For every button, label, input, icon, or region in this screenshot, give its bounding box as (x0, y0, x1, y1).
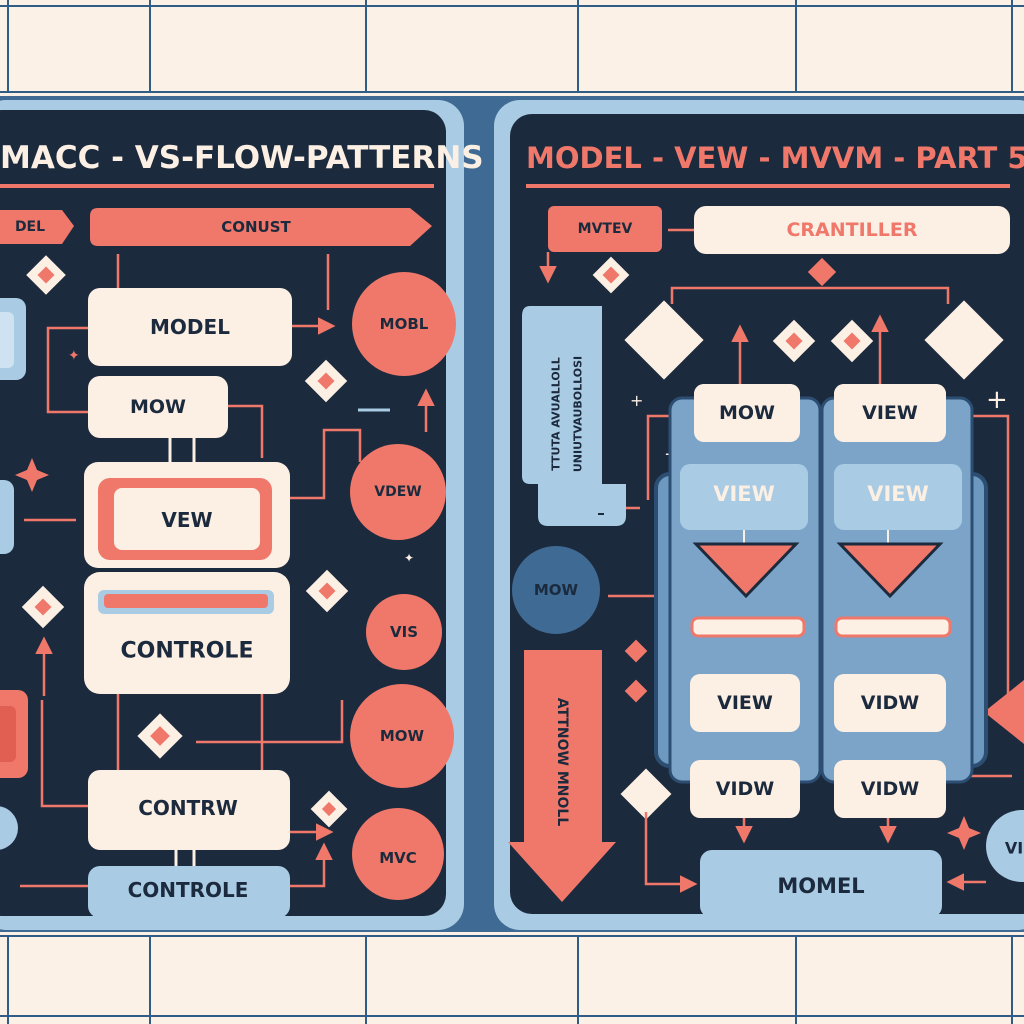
left-model-box (88, 288, 292, 366)
right-mvtev-tag-label: MVTEV (578, 221, 633, 237)
left-model-tag (0, 210, 74, 244)
right-col-right-bottom-label: VIDW (861, 778, 920, 800)
right-side-note-text: TTUTA AVUALLOLL UNIUTVAUBOLLOSI (550, 356, 585, 472)
left-controle-box-label: CONTROLE (121, 639, 254, 664)
diamond-4-core (318, 582, 336, 600)
left-circle-mow-label: MOW (380, 727, 425, 745)
right-col-right-pill-label: VIEW (867, 482, 929, 506)
left-view-box-label: VEW (161, 508, 212, 532)
left-edge-circle (0, 806, 18, 850)
right-mvtev-tag (548, 206, 662, 252)
right-momel-label: MOMEL (777, 874, 864, 898)
right-big-diamond-left (624, 300, 704, 380)
left-connectors (20, 254, 435, 888)
diamond-2-core (317, 372, 335, 390)
right-col-right-mid-box (834, 674, 946, 732)
right-col-left-mid-label: VIEW (717, 692, 773, 714)
left-sparkle-1 (15, 458, 49, 492)
right-col-left-mid-box (690, 674, 800, 732)
left-panel-title: MACC - VS-FLOW-PATTERNS (0, 140, 484, 176)
right-col-right-top-label-front: VIEW (862, 402, 918, 424)
left-panel: MACC - VS-FLOW-PATTERNS DEL CONUST (0, 100, 484, 930)
right-edge-circle (986, 810, 1024, 882)
left-model-tag-label: DEL (15, 219, 45, 235)
left-controle-bottom-label: CONTROLE (128, 878, 249, 902)
right-panel-title: MODEL - VEW - MVVM - PART 5 (526, 141, 1024, 175)
left-circle-mobl (352, 272, 456, 376)
right-sparkle-4 (947, 816, 981, 850)
diamond-3-core (34, 598, 52, 616)
right-col-left-triangle (692, 542, 800, 599)
right-col-left-pill (680, 464, 808, 530)
right-sparkle-1: + (630, 391, 643, 410)
right-sparkle-3: + (986, 385, 1008, 415)
right-mow-circle (512, 546, 600, 634)
right-col-right-mid-label: VIDW (861, 692, 920, 714)
right-crantiller-banner (694, 206, 1010, 254)
left-consult-banner-label: CONUST (221, 218, 291, 236)
right-col-left-bottom-label: VIDW (716, 778, 775, 800)
right-crantiller-label: CRANTILLER (786, 219, 917, 241)
left-circle-mvc (352, 808, 444, 900)
left-circle-vdew-label: VDEW (374, 484, 421, 500)
right-col-left-divider (690, 616, 806, 638)
diamond-6-core (321, 801, 337, 817)
right-col-right-bottom-box (834, 760, 946, 818)
right-big-diamond-right (924, 300, 1004, 380)
left-sparkle-2: ✦ (68, 348, 80, 364)
left-model-box-label: MODEL (150, 315, 230, 339)
left-mow-box-label: MOW (130, 396, 186, 418)
side-note-line-1: TTUTA AVUALLOLL (550, 357, 563, 471)
right-edge-arrow (984, 680, 1024, 744)
left-contrw-box (88, 770, 290, 850)
left-circle-vdew (350, 444, 446, 540)
right-momel-box (700, 850, 942, 918)
left-circle-mow (350, 684, 454, 788)
right-col-right-pill (834, 464, 962, 530)
left-circle-mobl-label: MOBL (380, 315, 429, 333)
right-col-left-pill-label: VIEW (713, 482, 775, 506)
right-col-right-triangle (836, 542, 944, 599)
right-panel: MODEL - VEW - MVVM - PART 5 MVTEV CRANTI… (494, 100, 1024, 930)
right-vertical-arrow (508, 650, 616, 902)
left-edge-shape-1-inner (0, 312, 14, 368)
right-mow-circle-label: MOW (534, 581, 579, 599)
left-mow-box (88, 376, 228, 438)
left-contrw-box-label: CONTRW (138, 796, 238, 820)
side-note-line-2: UNIUTVAUBOLLOSI (572, 356, 585, 472)
right-vertical-arrow-label: ATTNOW MNOLL (554, 698, 570, 827)
left-circle-vis-label: VIS (390, 623, 418, 641)
right-col-left-bottom-box (690, 760, 800, 818)
left-edge-shape-2 (0, 480, 14, 554)
right-col-left-top-label-front: MOW (719, 402, 775, 424)
right-col-right-divider (834, 616, 952, 638)
left-view-box (114, 488, 260, 550)
left-consult-banner (90, 208, 432, 246)
left-circle-mvc-label: MVC (379, 849, 417, 867)
right-side-note (522, 306, 626, 526)
left-sparkle-3: ✦ (404, 551, 414, 565)
right-edge-circle-label: VI (1005, 839, 1023, 858)
left-controle-bar-fill (104, 594, 268, 608)
left-edge-shape-3-inner (0, 706, 16, 762)
left-circle-vis (366, 594, 442, 670)
left-controle-bottom-box (88, 866, 290, 918)
